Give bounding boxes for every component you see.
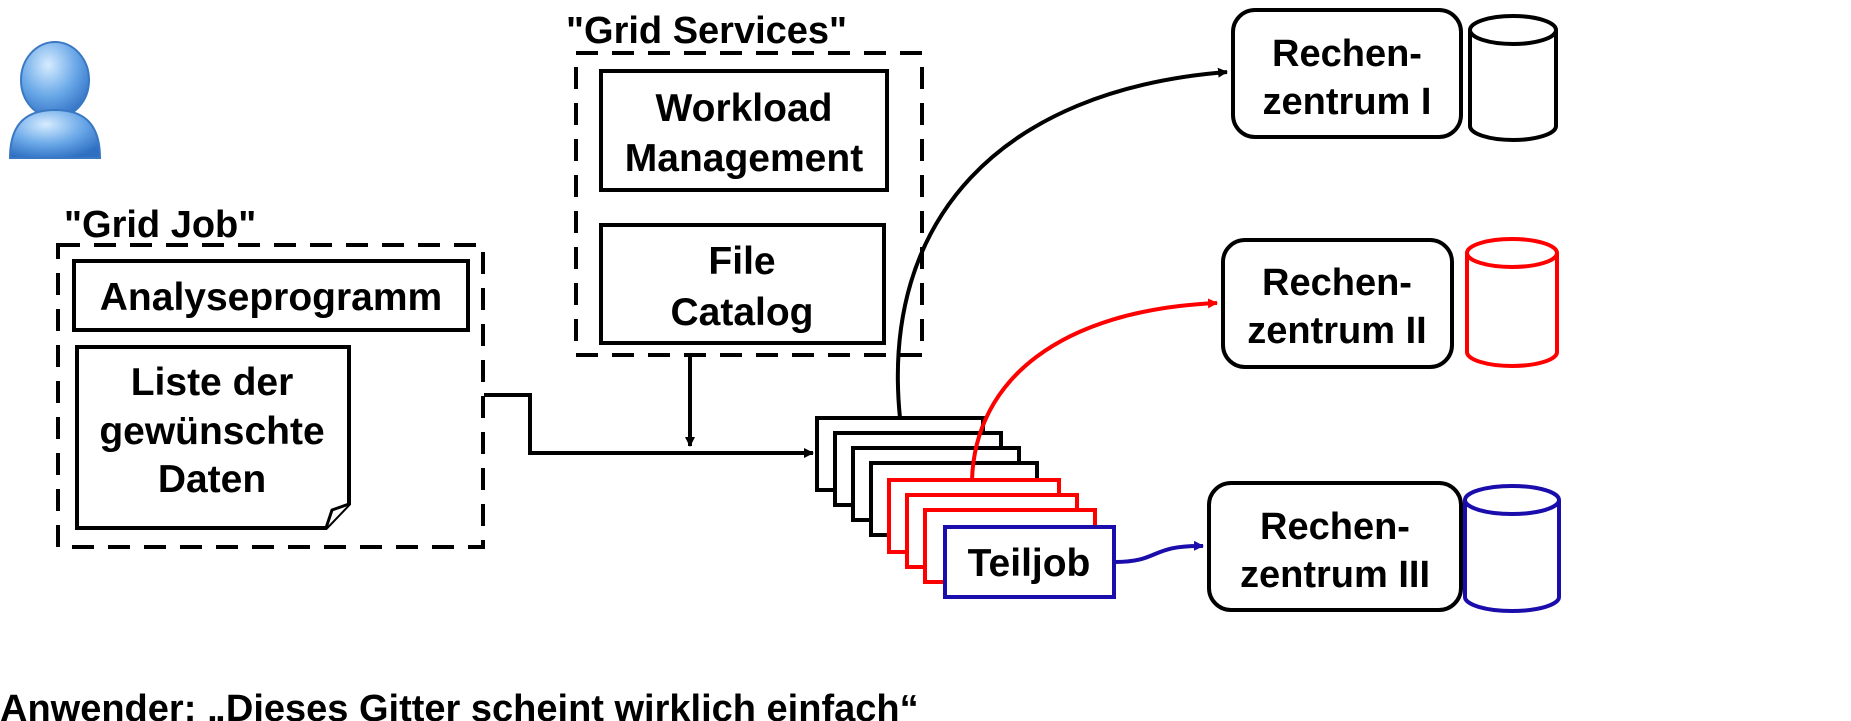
database-cylinder-icon [1463,484,1561,613]
computing-center-3: Rechen- zentrum III [1207,481,1561,613]
workload-line1: Workload [656,87,833,130]
analysis-program-label: Analyseprogramm [100,276,442,319]
user-icon [8,41,102,159]
center-3-line2: zentrum III [1240,554,1430,596]
arrow-to-center-2 [970,298,1218,481]
center-3-box [1207,481,1463,612]
footer-caption: Anwender: „Dieses Gitter scheint wirklic… [0,688,919,721]
subjob-label: Teiljob [968,542,1091,585]
subjob-stack: Teiljob [815,416,1116,599]
catalog-line2: Catalog [670,291,813,334]
workload-management-box [599,69,889,192]
database-cylinder-icon [1468,14,1558,142]
grid-job-title: "Grid Job" [64,204,256,246]
grid-services-title: "Grid Services" [566,10,847,52]
data-list-line1: Liste der [131,361,294,404]
grid-job-boundary [56,243,485,549]
catalog-line1: File [708,240,775,283]
center-3-line1: Rechen- [1260,506,1410,548]
data-list-line2: gewünschte [99,410,324,453]
computing-center-2: Rechen- zentrum II [1221,237,1559,369]
database-cylinder-icon [1465,237,1559,368]
center-1-box [1231,8,1463,139]
grid-job-group: "Grid Job" Analyseprogramm Liste der gew… [56,204,485,549]
workload-line2: Management [625,137,863,180]
center-2-line1: Rechen- [1262,262,1412,304]
center-1-line2: zentrum I [1263,81,1432,123]
computing-center-1: Rechen- zentrum I [1231,8,1558,142]
center-2-box [1221,238,1454,369]
file-catalog-box [599,223,886,345]
job-to-subjobs-arrow [484,393,814,458]
subjob-sheet-blue [943,525,1116,599]
grid-services-group: "Grid Services" Workload Management File… [566,10,924,357]
data-list-line3: Daten [158,458,266,501]
document-fold-icon [324,502,350,529]
arrow-to-center-1 [895,67,1228,419]
analysis-program-box [72,259,470,332]
arrow-to-center-3 [1114,540,1204,564]
center-2-line2: zentrum II [1247,310,1426,352]
center-1-line1: Rechen- [1272,33,1422,75]
